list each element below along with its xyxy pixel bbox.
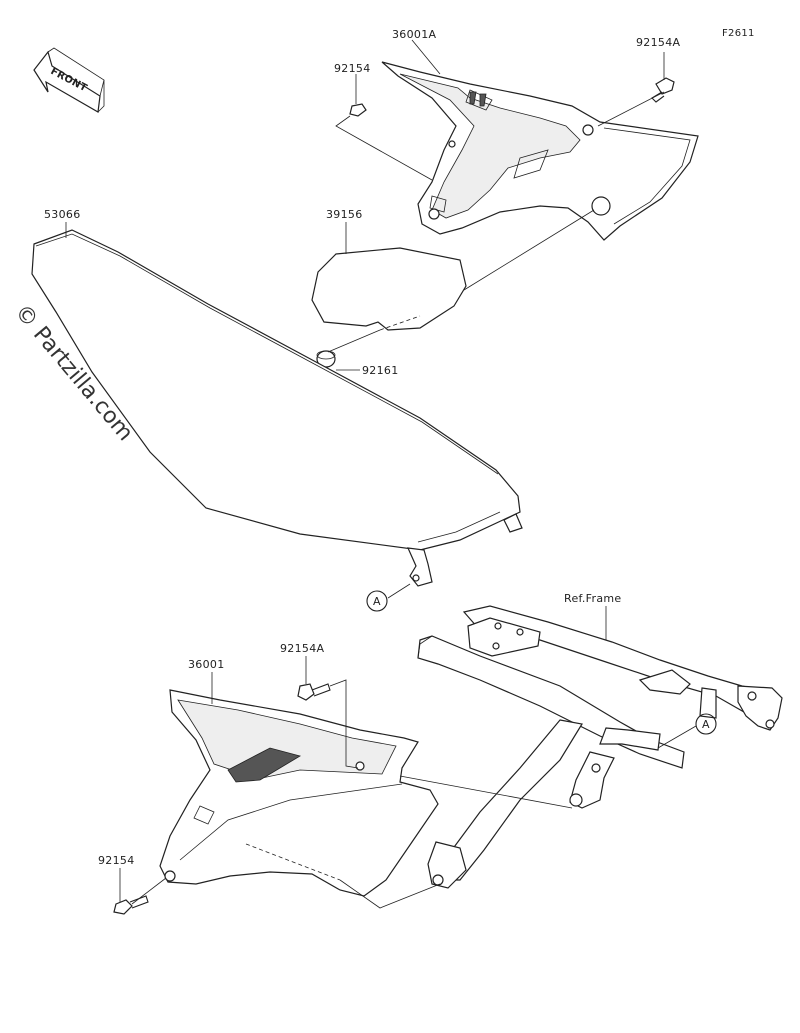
part-number-label: 92161: [362, 364, 399, 377]
leader-lines: [65, 39, 697, 909]
sheet-39156: [311, 247, 467, 331]
side-cover-upper: [381, 61, 699, 241]
bolt-92154a-top: [651, 77, 675, 103]
part-number-label: 36001: [188, 658, 225, 671]
callout-a-label: A: [373, 595, 381, 608]
callout-a-seat: A: [366, 590, 388, 612]
bolt-92154a-lower: [297, 683, 331, 701]
part-number-label: 92154: [334, 62, 371, 75]
part-number-label: 92154: [98, 854, 135, 867]
seat-53066: [31, 229, 523, 587]
ref-frame-label: Ref.Frame: [564, 592, 621, 605]
side-cover-lower: [159, 689, 439, 897]
part-number-label: 53066: [44, 208, 81, 221]
bolt-92154-top: [349, 103, 367, 117]
figure-id: F2611: [722, 28, 755, 39]
damper-hole: [591, 196, 611, 216]
part-number-label: 92154A: [280, 642, 324, 655]
part-number-label: 36001A: [392, 28, 436, 41]
bolt-92154-lower: [113, 895, 149, 915]
part-number-label: 92154A: [636, 36, 680, 49]
callout-a-frame: A: [695, 713, 717, 735]
front-arrow-icon: FRONT: [33, 47, 105, 113]
frame-reference: [417, 605, 783, 889]
part-number-label: 39156: [326, 208, 363, 221]
callout-a-label: A: [702, 718, 710, 731]
